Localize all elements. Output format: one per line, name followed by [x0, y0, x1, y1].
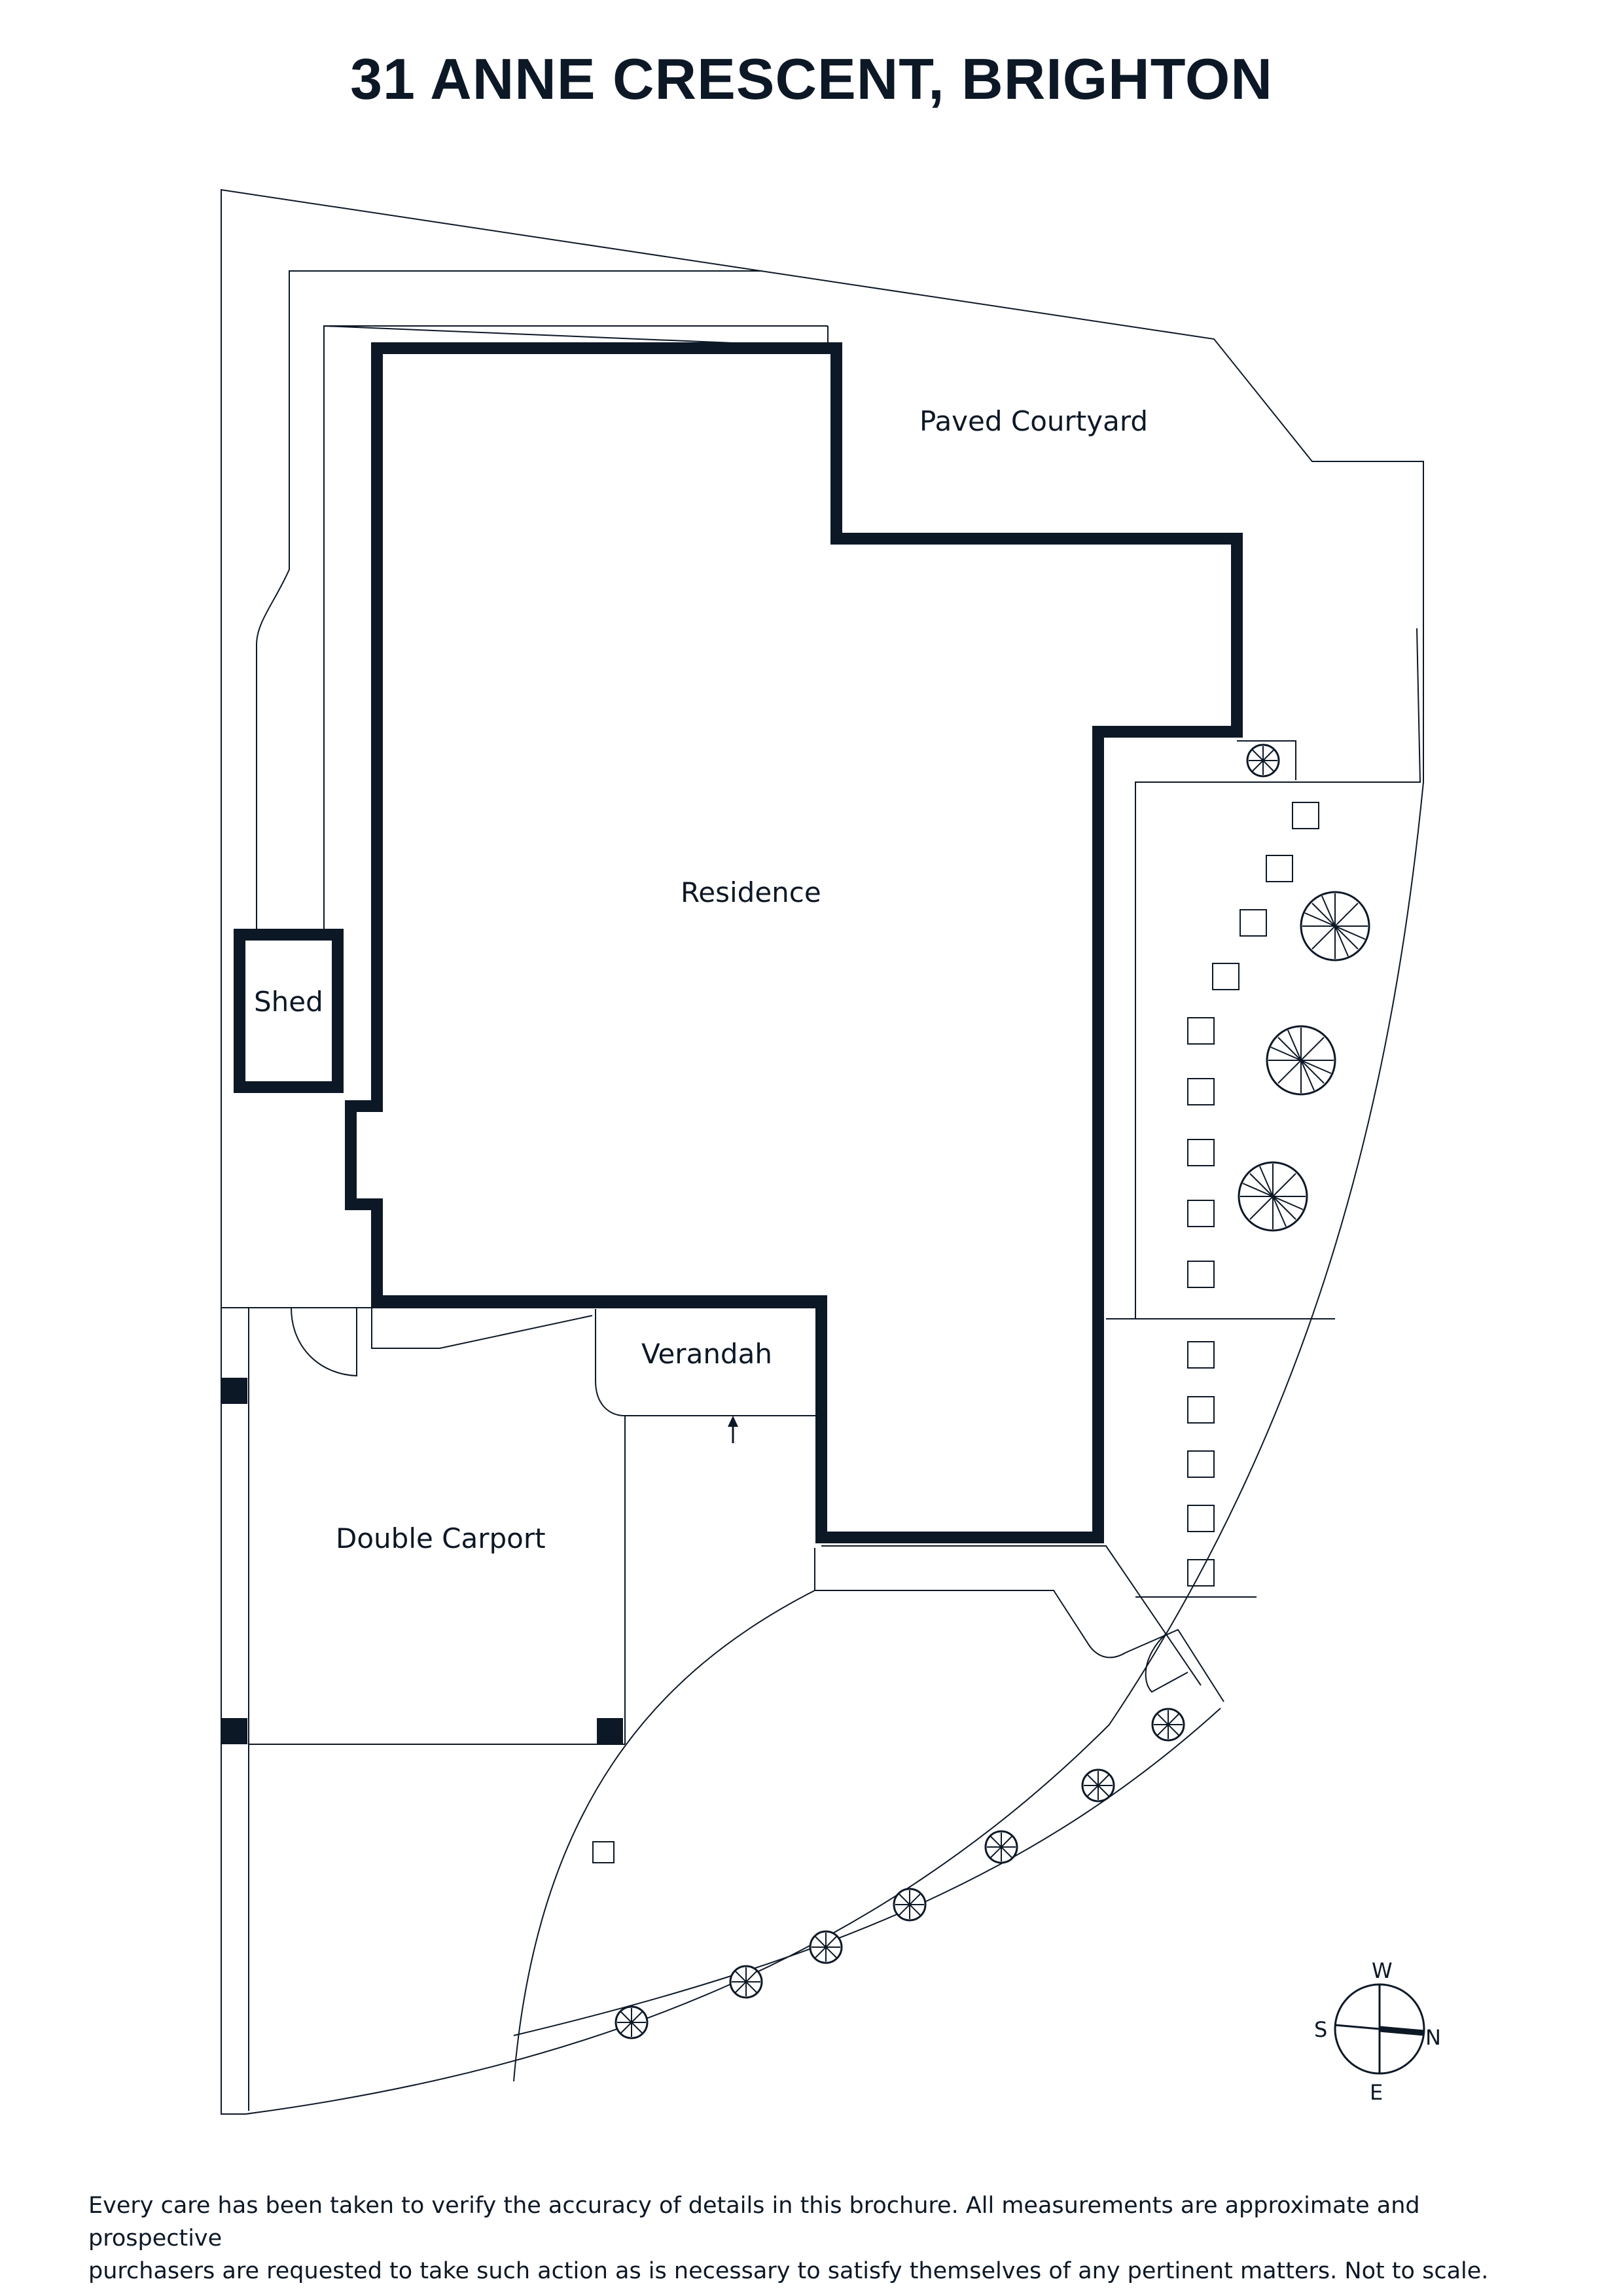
- door-swing-icon: [1145, 1632, 1188, 1693]
- paver-icon: [1187, 1396, 1215, 1424]
- paver-icon: [1266, 855, 1293, 882]
- paver-icon: [1187, 1139, 1215, 1166]
- residence-walls: [345, 342, 1243, 1543]
- disclaimer-line: purchasers are requested to take such ac…: [88, 2258, 1489, 2284]
- carport-post: [221, 1378, 247, 1404]
- room-label-double-carport: Double Carport: [336, 1522, 546, 1554]
- paver-icon: [1187, 1017, 1215, 1045]
- shrub-icon: [893, 1888, 927, 1922]
- room-label-shed: Shed: [254, 986, 323, 1018]
- side-path-inner: [323, 325, 829, 933]
- verandah-outline: [595, 1309, 816, 1416]
- verandah-step: [371, 1308, 593, 1349]
- paver-icon: [1212, 963, 1240, 990]
- carport-post: [221, 1718, 247, 1744]
- paver-icon: [592, 1841, 615, 1863]
- tree-icon: [1238, 1161, 1308, 1232]
- front-lawn-edge: [814, 1548, 1224, 1702]
- entry-arrow-icon: [728, 1416, 738, 1443]
- shrub-icon: [1246, 744, 1280, 778]
- room-label-verandah: Verandah: [641, 1338, 772, 1370]
- room-label-paved-courtyard: Paved Courtyard: [919, 405, 1148, 437]
- paver-icon: [1187, 1341, 1215, 1369]
- path-strip-line: [821, 1545, 1202, 1686]
- front-lawn-curve: [513, 1590, 815, 2082]
- paver-icon: [1187, 1559, 1215, 1587]
- shrub-row: [615, 744, 1280, 2039]
- disclaimer-line: Every care has been taken to verify the …: [88, 2193, 1420, 2251]
- property-boundary: [221, 188, 1424, 2115]
- planter-box: [1237, 740, 1296, 780]
- carport-post: [597, 1718, 623, 1744]
- shrub-icon: [1151, 1708, 1185, 1742]
- tree-icon: [1300, 891, 1370, 961]
- paver-icon: [1187, 1261, 1215, 1288]
- shrub-icon: [1081, 1768, 1115, 1803]
- courtyard-edge-line: [1135, 628, 1421, 1319]
- shed-walls: [234, 929, 344, 1093]
- paver-icon: [1292, 802, 1319, 829]
- shrub-icon: [729, 1965, 763, 1999]
- paver-icon: [1187, 1505, 1215, 1532]
- paver-icon: [1187, 1200, 1215, 1227]
- compass-south: S: [1314, 2017, 1327, 2042]
- compass-west: W: [1372, 1958, 1393, 1983]
- compass-east: E: [1370, 2080, 1383, 2105]
- compass-icon: W S N E: [1314, 1958, 1441, 2105]
- tree-icon: [1266, 1025, 1336, 1096]
- shrub-icon: [809, 1930, 843, 1964]
- shrub-icon: [984, 1830, 1018, 1864]
- paver-icon: [1187, 1078, 1215, 1105]
- paver-icon: [1187, 1450, 1215, 1478]
- garden-bed-line: [513, 1708, 1221, 2036]
- shrub-icon: [615, 2005, 649, 2039]
- room-label-residence: Residence: [681, 876, 821, 908]
- page-title: 31 ANNE CRESCENT, BRIGHTON: [350, 46, 1273, 111]
- side-path-outer: [256, 270, 762, 933]
- stepping-stones: [592, 802, 1319, 1863]
- compass-north: N: [1425, 2025, 1441, 2050]
- paver-icon: [1240, 909, 1267, 937]
- door-swing-icon: [291, 1307, 357, 1377]
- disclaimer: Every care has been taken to verify the …: [88, 2189, 1554, 2287]
